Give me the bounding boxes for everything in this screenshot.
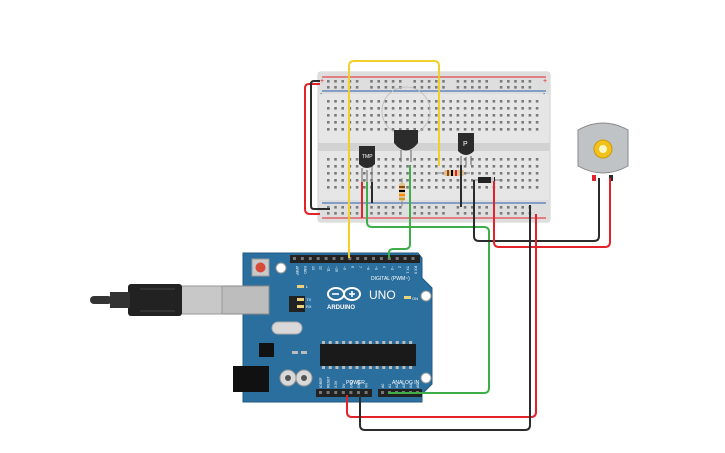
rail-minus-top-right: - xyxy=(543,91,546,98)
brand-label: ARDUINO xyxy=(327,305,355,311)
wire-black-rail[interactable] xyxy=(310,80,330,210)
wire-black-gnd[interactable] xyxy=(359,205,531,431)
breadboard[interactable]: + - + - xyxy=(317,71,551,223)
wire-yellow[interactable] xyxy=(348,60,440,258)
transistor-label: P xyxy=(463,141,468,148)
reset-button[interactable] xyxy=(255,262,266,273)
analog-pin-label: A3 xyxy=(402,384,406,388)
power-pin-label: RESET xyxy=(327,375,331,388)
digital-pin-label: ~10 xyxy=(335,266,339,272)
digital-pin-label: 7 xyxy=(358,266,362,268)
digital-pin-label: TX 1 xyxy=(406,266,410,273)
digital-pin-label: RX 0 xyxy=(414,266,418,274)
wire-green-analog[interactable] xyxy=(366,182,490,394)
digital-pin-label: ~3 xyxy=(390,266,394,270)
usb-cable[interactable] xyxy=(90,284,223,316)
tx-led xyxy=(297,298,304,301)
analog-pin-label: A5 xyxy=(416,384,420,388)
atmega-chip xyxy=(320,344,416,366)
digital-pin-label: ~9 xyxy=(342,266,346,270)
analog-pin-label: A0 xyxy=(381,384,385,388)
analog-pin-label: A4 xyxy=(409,384,413,388)
rail-plus-top: + xyxy=(320,78,324,85)
wires[interactable] xyxy=(304,60,611,431)
analog-label: ANALOG IN xyxy=(392,380,420,386)
power-pin-label: Vin xyxy=(365,383,369,388)
l-label: L xyxy=(306,284,309,289)
digital-label: DIGITAL (PWM~) xyxy=(371,276,410,282)
digital-pin-label: AREF xyxy=(295,266,299,275)
wire-red-5v[interactable] xyxy=(346,214,537,418)
analog-pin-label: A2 xyxy=(395,384,399,388)
tmp-label: TMP xyxy=(362,154,373,160)
power-pin-label: IOREF xyxy=(319,377,323,388)
power-pin-label: 5V xyxy=(342,383,346,388)
diode[interactable] xyxy=(474,177,500,183)
power-pin-label: 3.3V xyxy=(334,380,338,388)
digital-pin-label: ~6 xyxy=(366,266,370,270)
digital-pin-label: ~11 xyxy=(327,266,331,272)
analog-pin-label: A1 xyxy=(388,384,392,388)
usb-port xyxy=(220,285,270,315)
digital-pin-label: 2 xyxy=(398,266,402,268)
power-pin-label: GND xyxy=(349,380,353,388)
digital-pin-label: 13 xyxy=(311,266,315,270)
l-led xyxy=(297,285,304,288)
digital-pin-label: GND xyxy=(303,266,307,274)
arduino-logo-icon xyxy=(327,287,361,301)
power-jack xyxy=(233,366,269,392)
tx-label: TX xyxy=(306,297,311,302)
wire-red-motor[interactable] xyxy=(493,178,611,248)
rx-led xyxy=(297,305,304,308)
digital-pin-label: 12 xyxy=(319,266,323,270)
piezo-buzzer[interactable] xyxy=(381,86,431,162)
power-label: POWER xyxy=(346,380,365,386)
wire-red-rail[interactable] xyxy=(304,83,320,215)
arduino-uno-board[interactable]: ARDUINO UNO DIGITAL (PWM~) POWER ANALOG … xyxy=(220,252,433,403)
rail-plus-top-right: + xyxy=(543,78,547,85)
digital-pin-label: 4 xyxy=(382,266,386,268)
rx-label: RX xyxy=(306,304,312,309)
temperature-sensor[interactable]: TMP xyxy=(359,146,375,182)
on-label: ON xyxy=(412,296,418,301)
wire-green-digital[interactable] xyxy=(388,165,411,258)
rail-minus-top: - xyxy=(320,91,323,98)
power-pin-label: GND xyxy=(357,380,361,388)
dc-motor[interactable] xyxy=(577,122,629,181)
digital-pin-label: 8 xyxy=(350,266,354,268)
model-label: UNO xyxy=(369,288,396,302)
digital-pin-label: ~5 xyxy=(374,266,378,270)
on-led xyxy=(404,296,411,299)
resistor-vertical[interactable] xyxy=(399,178,405,206)
transistor[interactable]: P xyxy=(458,133,474,165)
